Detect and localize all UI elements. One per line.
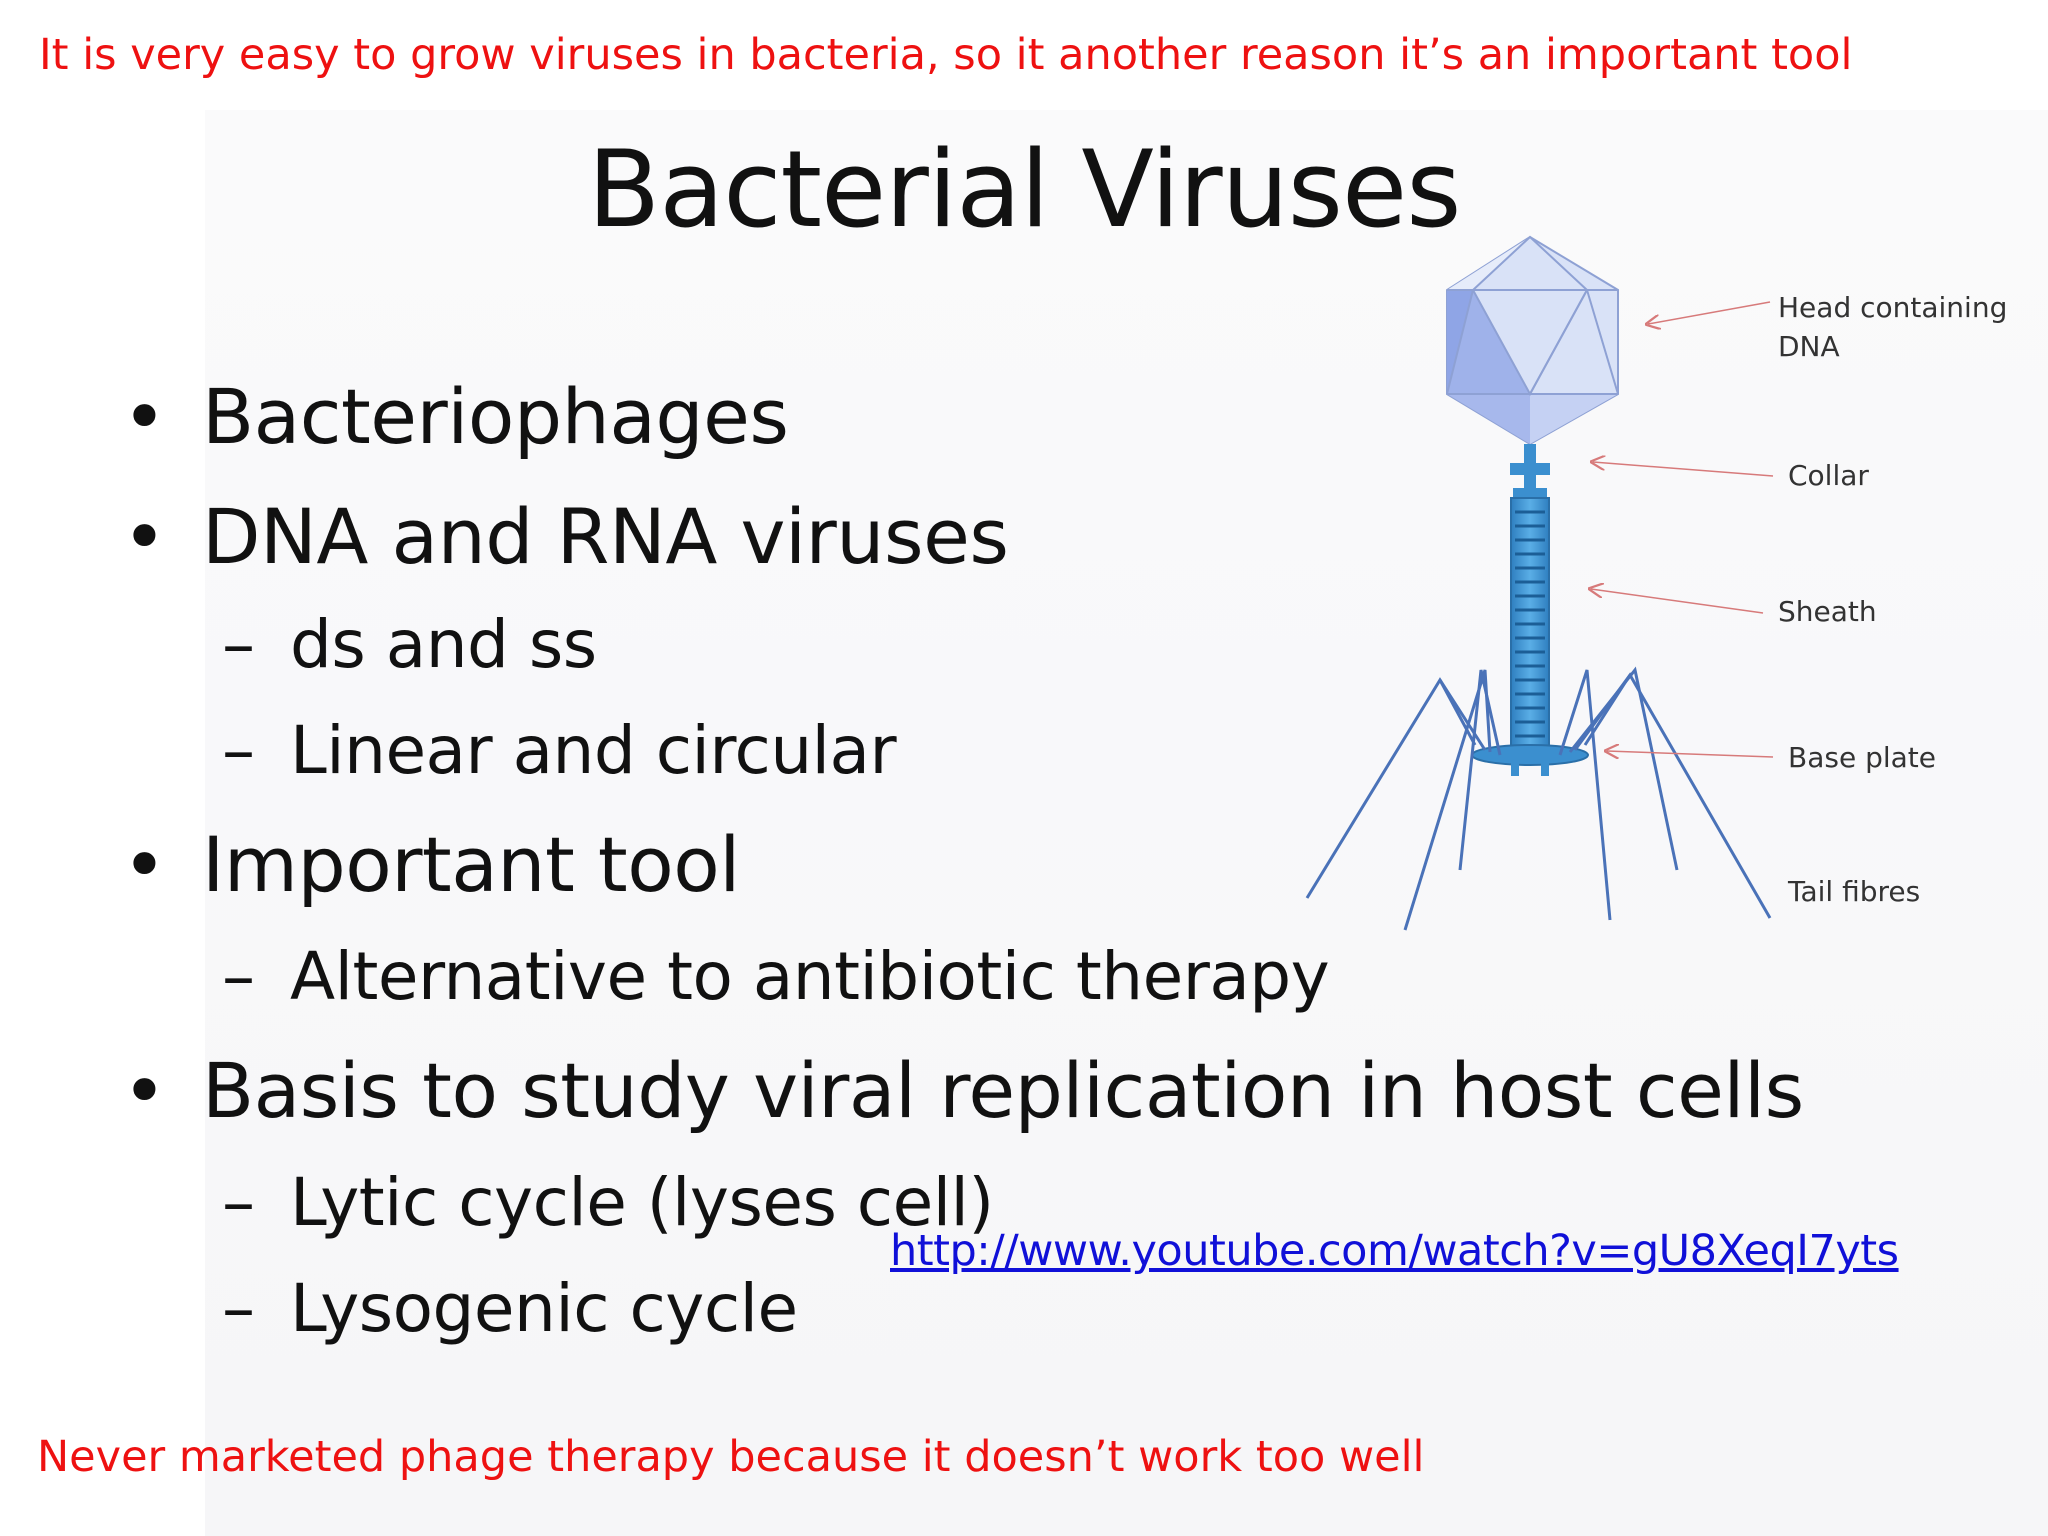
sheath	[1510, 497, 1550, 749]
sub-bullet-item: –Lytic cycle (lyses cell)	[222, 1164, 994, 1241]
sub-bullet-item: –Alternative to antibiotic therapy	[222, 938, 1330, 1015]
bullet-text: Bacteriophages	[202, 372, 789, 461]
slide-title: Bacterial Viruses	[587, 128, 1462, 251]
youtube-link[interactable]: http://www.youtube.com/watch?v=gU8XeqI7y…	[890, 1226, 1899, 1276]
sub-bullet-marker: –	[222, 1164, 255, 1241]
sub-bullet-marker: –	[222, 1270, 255, 1347]
sub-bullet-item: –Lysogenic cycle	[222, 1270, 798, 1347]
collar	[1510, 444, 1550, 498]
label-sheath: Sheath	[1778, 595, 1877, 628]
label-arrows	[1591, 301, 1774, 757]
bullet-marker: •	[122, 372, 167, 461]
label-collar: Collar	[1788, 459, 1869, 492]
sub-bullet-text: ds and ss	[290, 606, 597, 683]
bullet-item: • DNA and RNA viruses	[122, 492, 1009, 581]
bullet-marker: •	[122, 820, 167, 909]
speaker-note-bottom: Never marketed phage therapy because it …	[37, 1432, 1425, 1482]
tail-fibres	[1305, 666, 1772, 931]
sub-bullet-text: Linear and circular	[290, 712, 897, 789]
bacteriophage-illustration	[1305, 235, 1774, 931]
bullet-item: • Important tool	[122, 820, 740, 909]
head-capsid	[1446, 235, 1619, 446]
sub-bullet-marker: –	[222, 938, 255, 1015]
sub-bullet-marker: –	[222, 606, 255, 683]
slide-background	[205, 110, 2048, 1536]
sub-bullet-item: –Linear and circular	[222, 712, 897, 789]
sub-bullet-marker: –	[222, 712, 255, 789]
bullet-text: Basis to study viral replication in host…	[202, 1046, 1804, 1135]
sub-bullet-text: Lysogenic cycle	[290, 1270, 798, 1347]
sub-bullet-text: Alternative to antibiotic therapy	[290, 938, 1330, 1015]
speaker-note-top: It is very easy to grow viruses in bacte…	[39, 30, 1853, 80]
bullet-text: Important tool	[202, 820, 740, 909]
label-tail-fibres: Tail fibres	[1788, 875, 1921, 908]
bullet-item: • Bacteriophages	[122, 372, 789, 461]
label-base-plate: Base plate	[1788, 741, 1936, 774]
sub-bullet-text: Lytic cycle (lyses cell)	[290, 1164, 994, 1241]
bullet-marker: •	[122, 492, 167, 581]
sub-bullet-item: –ds and ss	[222, 606, 597, 683]
bullet-text: DNA and RNA viruses	[202, 492, 1009, 581]
bullet-marker: •	[122, 1046, 167, 1135]
bullet-item: • Basis to study viral replication in hos…	[122, 1046, 1804, 1135]
